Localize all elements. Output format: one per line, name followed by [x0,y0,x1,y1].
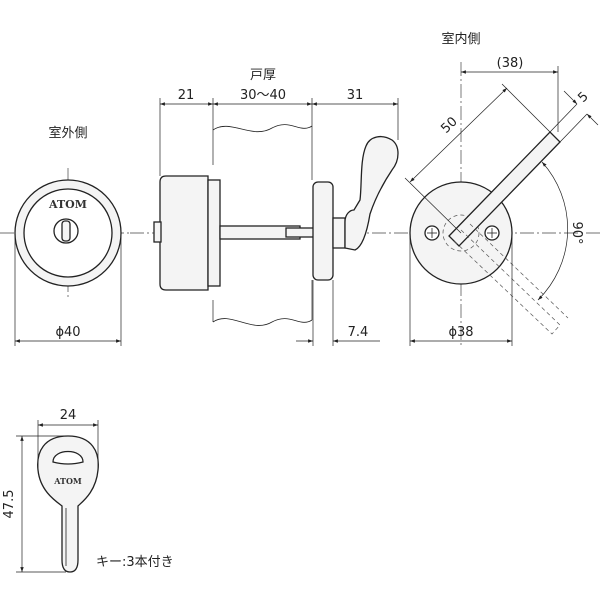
inside-lever-rotated-phantom-edge [469,223,569,319]
dim31-label: 31 [347,88,364,103]
dim24-label: 24 [60,408,77,423]
inside-rose-boss [332,217,346,249]
dim5-label: 5 [575,89,591,106]
outside-cylinder-flange [159,175,209,291]
dim21-label: 21 [178,88,195,103]
key-bow-hole [52,450,84,465]
inside-rose-plate [312,181,334,281]
shaft-connector [285,227,315,238]
dim5-arrow-a [563,90,578,105]
dim50-label: 50 [438,114,460,136]
keyway-slot [61,220,71,242]
cylinder-logo-text: ATOM [48,198,87,211]
cylinder-key-face [153,221,162,243]
dim30-40-label: 30〜40 [240,88,286,103]
dim50-line [409,87,508,183]
key-logo-text: ATOM [53,476,82,486]
cylinder-body [207,179,221,287]
inside-front-view: 室内側 90° 50 (38) [404,31,600,346]
dim7-4-label: 7.4 [348,325,369,340]
door-break-line-bottom [212,318,313,326]
rotation-90-label: 90° [569,221,584,244]
dim5-ext-b [559,113,588,143]
phi38-label: ϕ38 [448,325,473,340]
dim50-ext-center [404,177,462,234]
outside-front-view: 室外側 ATOM ϕ40 [0,125,130,346]
thumbturn-lever [344,135,399,251]
dim47-5-label: 47.5 [2,490,17,519]
inside-side-label: 室内側 [441,31,480,47]
dim38-ref-label: (38) [497,56,524,71]
right-screw [484,225,500,241]
rotation-90-arc [537,161,569,301]
side-view: 戸厚 21 30〜40 31 [130,68,410,346]
left-screw [424,225,440,241]
inside-hidden-circle [442,214,480,252]
dim5-ext-a [549,103,578,133]
key-view: ATOM 24 47.5 キー:3本付き [2,408,174,573]
dim5-arrow-b [586,113,599,126]
dim50-ext-tip [501,83,551,133]
outside-side-label: 室外側 [48,125,87,141]
door-thickness-label: 戸厚 [250,68,276,83]
inside-lever-rotated-phantom [452,229,561,335]
key-note-label: キー:3本付き [96,555,174,570]
key-body [37,435,99,573]
phi40-label: ϕ40 [55,325,80,340]
door-break-line-top [212,124,313,133]
